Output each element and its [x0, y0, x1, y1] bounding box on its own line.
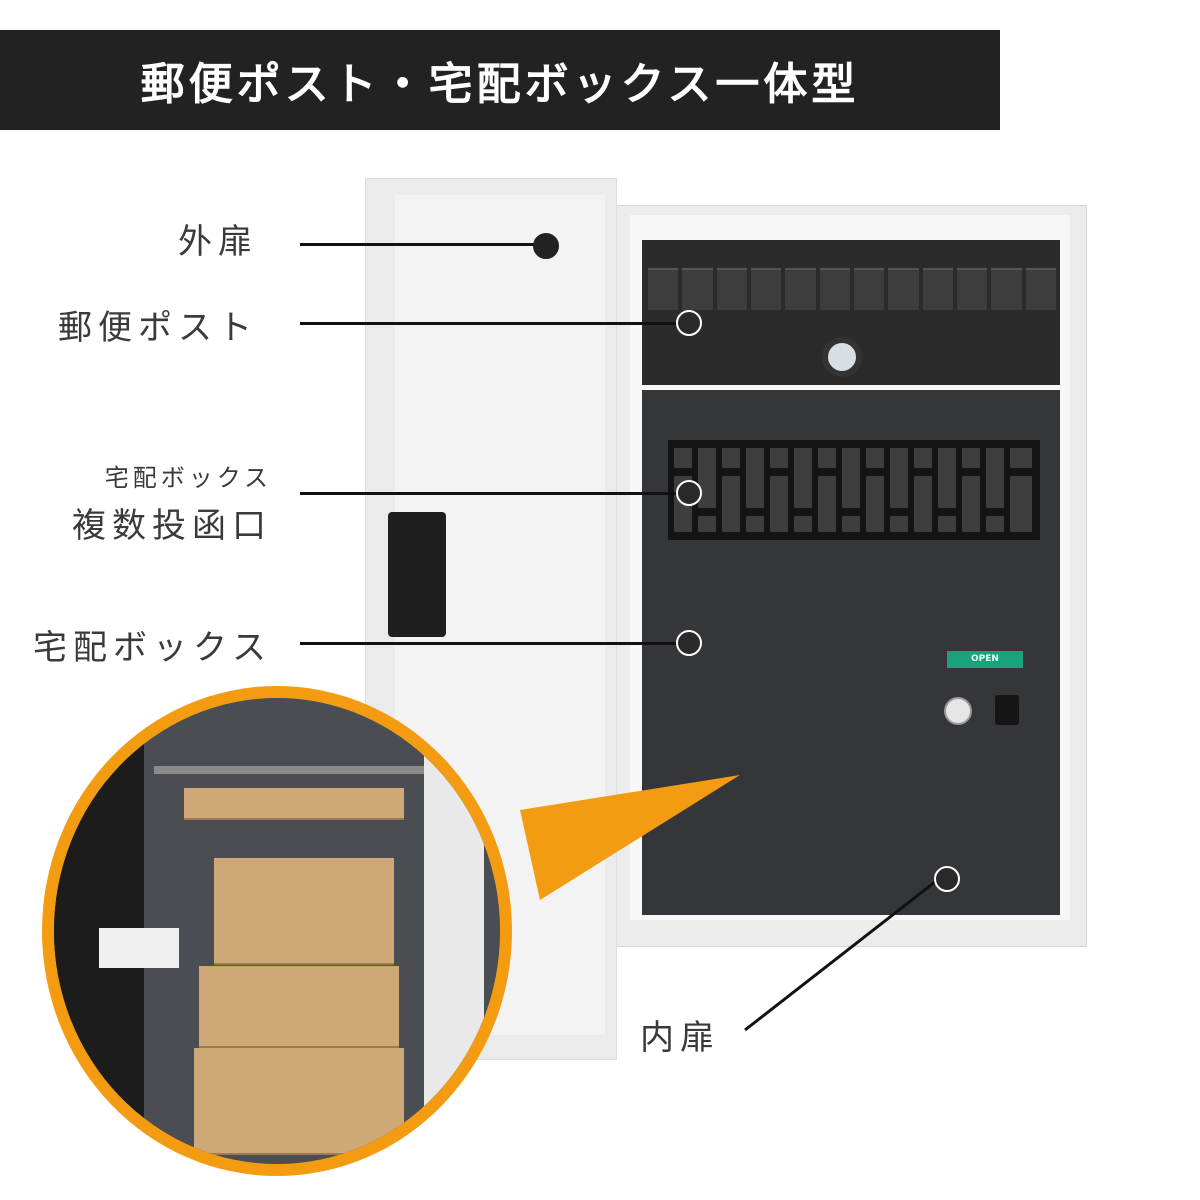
leader-line-inner-door [744, 876, 941, 1032]
callout-label-outer-door: 外扉 [178, 222, 258, 262]
callout-label-inner-door: 内扉 [640, 1018, 720, 1058]
interior-zoom-photo [42, 686, 512, 1176]
callout-sublabel-multi-slot: 宅配ボックス [104, 464, 272, 492]
multi-slot-grille [668, 440, 1040, 540]
marker-delivery-box [676, 630, 702, 656]
key-lock-icon [944, 697, 972, 725]
callout-label-delivery-box: 宅配ボックス [33, 628, 272, 668]
leader-line-mail-post [300, 322, 680, 325]
zoom-pointer-wedge [520, 775, 740, 900]
dial-lock-icon [822, 337, 862, 377]
callout-label-mail-post: 郵便ポスト [58, 308, 258, 348]
marker-inner-door [934, 866, 960, 892]
marker-outer-door [533, 233, 559, 259]
marker-multi-slot [676, 480, 702, 506]
leader-line-multi-slot [300, 492, 680, 495]
leader-line-outer-door [300, 243, 540, 246]
page-title: 郵便ポスト・宅配ボックス一体型 [140, 59, 860, 110]
callout-label-multi-slot: 複数投函口 [72, 506, 272, 546]
latch-icon [995, 695, 1019, 725]
open-indicator-tag: OPEN [947, 651, 1023, 668]
marker-mail-post [676, 310, 702, 336]
title-banner: 郵便ポスト・宅配ボックス一体型 [0, 30, 1000, 130]
leader-line-delivery-box [300, 642, 680, 645]
mail-post-slot-flaps [648, 268, 1056, 310]
door-handle [388, 512, 446, 637]
